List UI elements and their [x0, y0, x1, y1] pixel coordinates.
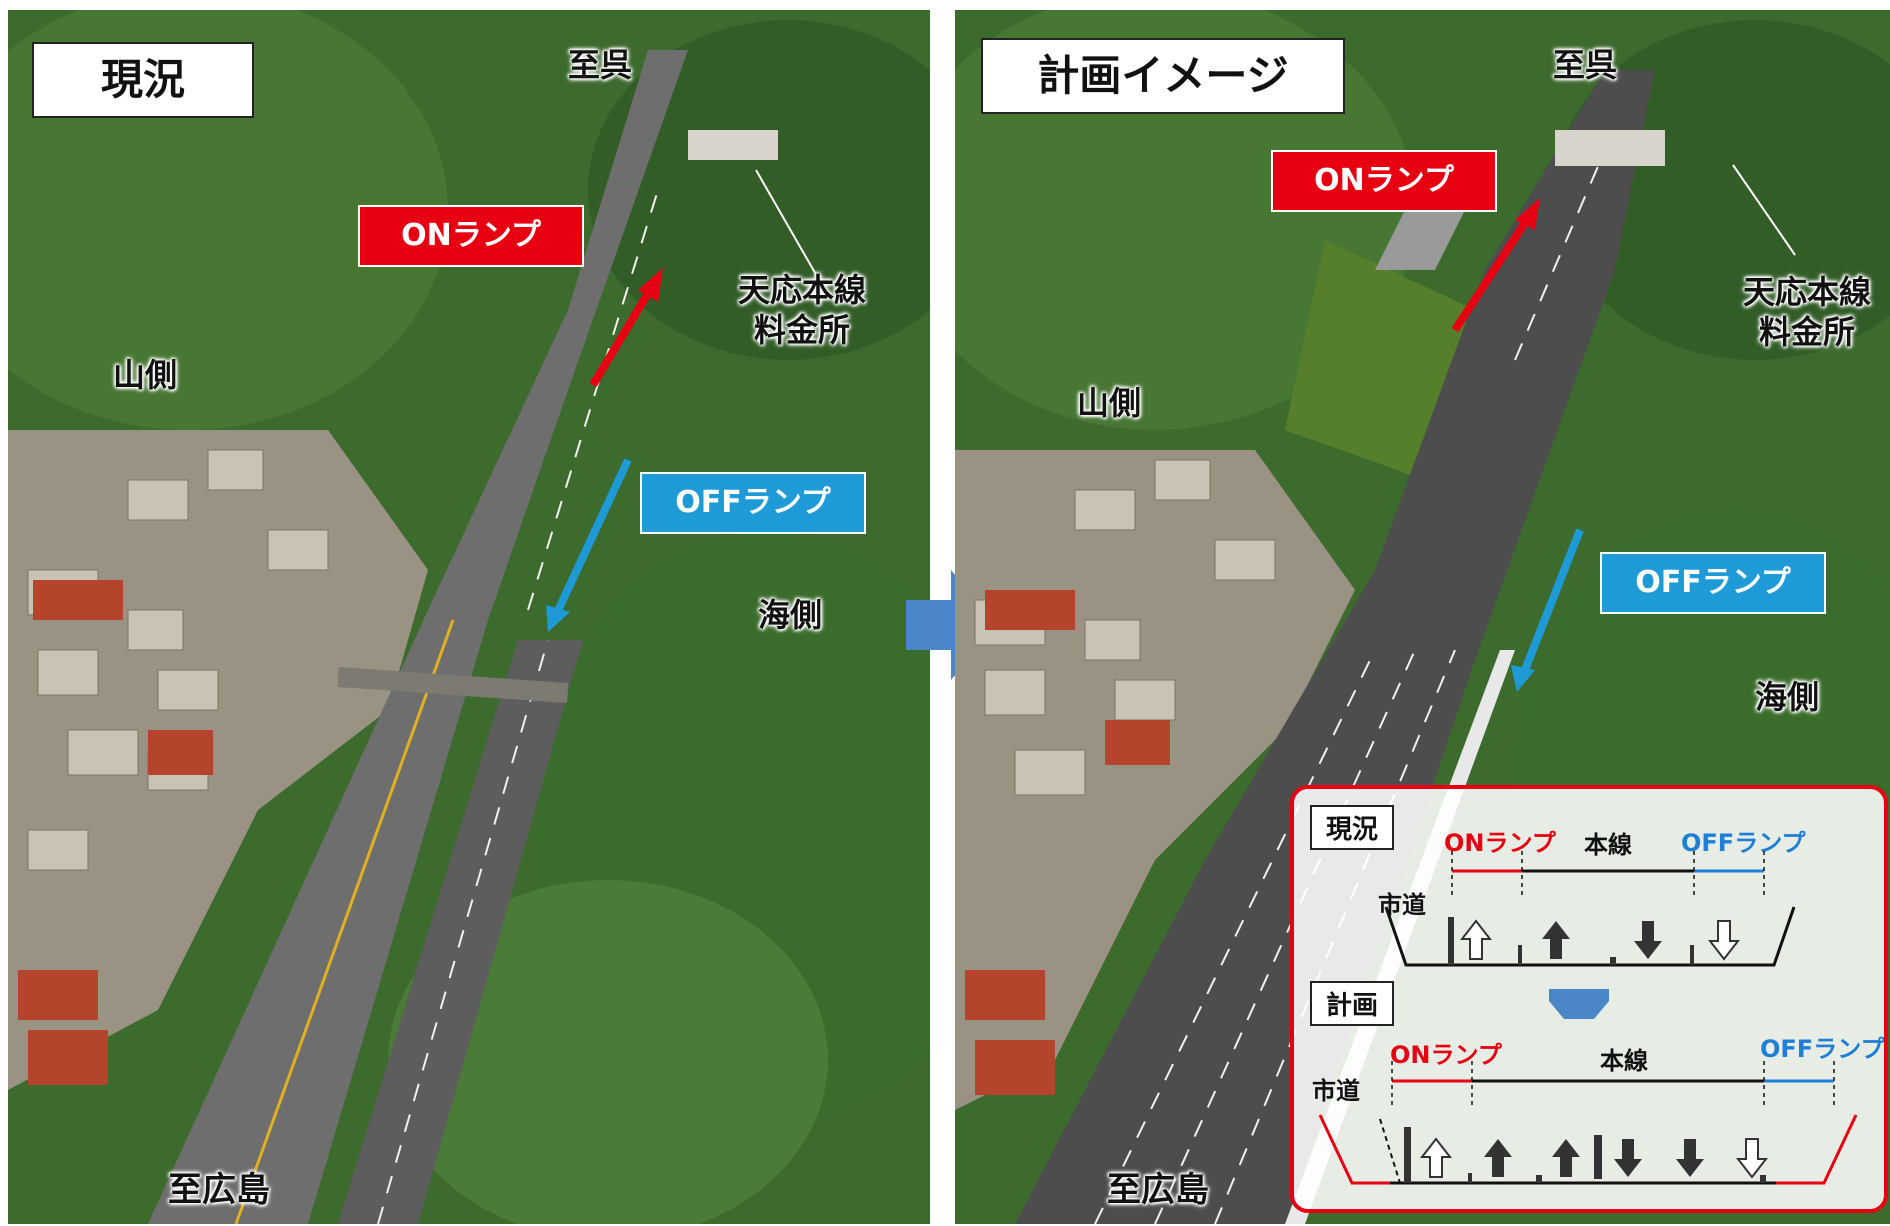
plan-off-ramp-label: OFFランプ [1600, 552, 1826, 614]
cross-section-inset: 現況 ONランプ 本線 OFFランプ 市道 計画 ONランプ 本線 OFFランプ… [1290, 785, 1888, 1213]
tollgate-label-line1: 天応本線 [738, 271, 867, 309]
inset-current-on-ramp: ONランプ [1444, 829, 1556, 857]
tollgate-label-line2: 料金所 [754, 311, 851, 349]
mountain-side-label: 山側 [113, 356, 178, 394]
on-ramp-label: ONランプ [358, 205, 584, 267]
cross-section-graphics [1318, 851, 1858, 1185]
tollgate-label: 天応本線 料金所 [738, 270, 866, 350]
to-hiroshima-label: 至広島 [168, 1170, 270, 1210]
plan-tollgate-label-line2: 料金所 [1759, 313, 1856, 351]
plan-sea-side-label: 海側 [1755, 678, 1820, 716]
inset-plan-on-ramp: ONランプ [1390, 1041, 1502, 1069]
sea-side-label: 海側 [758, 596, 823, 634]
lane-arrow-icons [1459, 919, 1741, 961]
plan-to-hiroshima-label: 至広島 [1107, 1170, 1209, 1210]
current-title: 現況 [32, 42, 254, 118]
inset-current-city-road: 市道 [1378, 891, 1426, 919]
plan-title: 計画イメージ [981, 38, 1345, 114]
off-ramp-label: OFFランプ [640, 472, 866, 534]
plan-to-kure-label: 至呉 [1553, 46, 1618, 84]
inset-plan-city-road: 市道 [1312, 1077, 1360, 1105]
plan-on-ramp-label: ONランプ [1271, 150, 1497, 212]
plan-tollgate-label: 天応本線 料金所 [1743, 272, 1871, 352]
plan-mountain-side-label: 山側 [1077, 384, 1142, 422]
inset-plan-off-ramp: OFFランプ [1760, 1035, 1885, 1063]
inset-current-off-ramp: OFFランプ [1681, 829, 1806, 857]
to-kure-label: 至呉 [568, 46, 633, 84]
current-photo-panel: 現況 ONランプ OFFランプ 至呉 至広島 山側 海側 天応本線 料金所 [8, 10, 930, 1224]
inset-plan-main-line: 本線 [1600, 1047, 1648, 1075]
plan-tollgate-label-line1: 天応本線 [1743, 273, 1872, 311]
inset-current-main-line: 本線 [1584, 831, 1632, 859]
inset-plan-title: 計画 [1310, 981, 1395, 1026]
inset-current-title: 現況 [1310, 805, 1395, 850]
